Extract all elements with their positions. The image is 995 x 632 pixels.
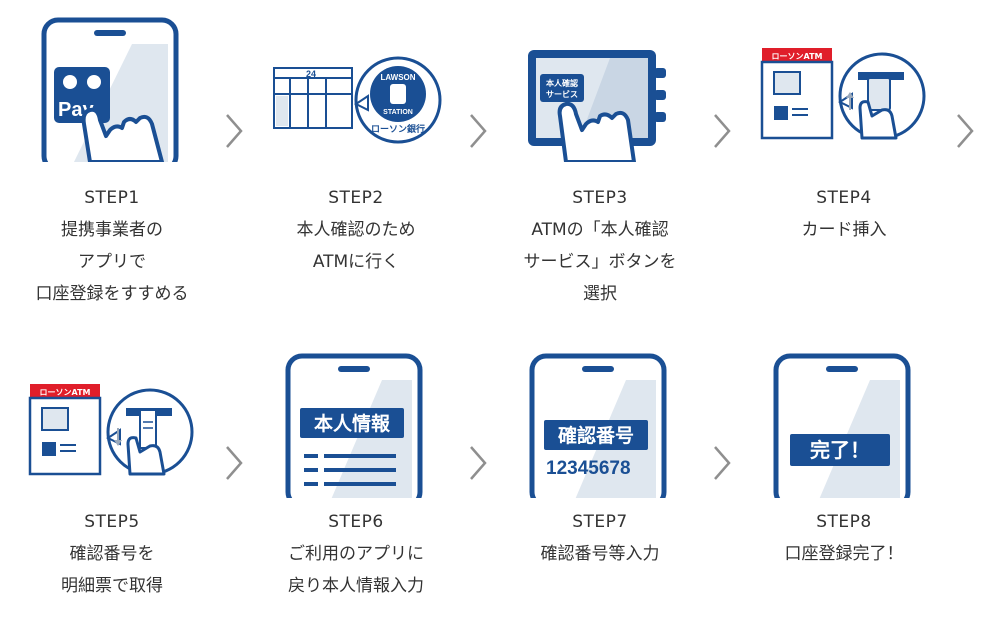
step-text-line: ご利用のアプリに: [288, 544, 424, 564]
step-label: STEP8 口座登録完了！: [744, 506, 944, 570]
svg-text:STATION: STATION: [383, 109, 413, 116]
svg-text:ローソンATM: ローソンATM: [40, 388, 91, 397]
step-text-line: 本人確認のため: [296, 220, 416, 240]
step-text-line: 口座登録をすすめる: [35, 284, 189, 304]
step-number: STEP6: [328, 512, 384, 532]
atm-card-insert-icon: ローソンATM: [744, 12, 944, 162]
step-number: STEP8: [816, 512, 872, 532]
svg-text:完了！: 完了！: [810, 438, 870, 462]
step-label: STEP5 確認番号を 明細票で取得: [12, 506, 212, 602]
svg-text:ローソン銀行: ローソン銀行: [371, 123, 425, 134]
svg-text:LAWSON: LAWSON: [380, 73, 415, 82]
step-text-line: ATMに行く: [312, 252, 400, 272]
step-text-line: アプリで: [78, 252, 146, 272]
chevron-right-icon: [954, 112, 976, 150]
step-label: STEP6 ご利用のアプリに 戻り本人情報入力: [256, 506, 456, 602]
phone-complete-icon: 完了！: [744, 348, 944, 498]
lawson-store-icon: 24 LAWSON STATION ローソン銀行: [256, 12, 456, 162]
chevron-right-icon: [467, 444, 489, 482]
step-text-line: 戻り本人情報入力: [288, 576, 424, 596]
chevron-right-icon: [467, 112, 489, 150]
chevron-right-icon: [711, 112, 733, 150]
atm-button-tap-icon: 本人確認 サービス: [500, 12, 700, 162]
step-text-line: サービス」ボタンを: [523, 252, 677, 272]
atm-receipt-icon: ローソンATM: [12, 348, 212, 498]
svg-text:ローソンATM: ローソンATM: [772, 52, 823, 61]
step-text-line: 確認番号を: [69, 544, 155, 564]
phone-personal-info-icon: 本人情報: [256, 348, 456, 498]
svg-text:24: 24: [306, 69, 316, 79]
svg-text:本人情報: 本人情報: [314, 412, 391, 435]
step-number: STEP5: [84, 512, 140, 532]
step-number: STEP7: [572, 512, 628, 532]
step-number: STEP3: [572, 188, 628, 208]
svg-text:サービス: サービス: [546, 89, 578, 99]
svg-text:確認番号: 確認番号: [558, 424, 634, 447]
step-text-line: 提携事業者の: [61, 220, 163, 240]
svg-text:12345678: 12345678: [546, 458, 631, 479]
step-label: STEP3 ATMの「本人確認 サービス」ボタンを 選択: [500, 182, 700, 310]
chevron-right-icon: [711, 444, 733, 482]
step-label: STEP2 本人確認のため ATMに行く: [256, 182, 456, 278]
chevron-right-icon: [223, 444, 245, 482]
step-number: STEP1: [84, 188, 140, 208]
step-number: STEP2: [328, 188, 384, 208]
phone-confirmation-number-icon: 確認番号 12345678: [500, 348, 700, 498]
step-label: STEP4 カード挿入: [744, 182, 944, 246]
step-label: STEP7 確認番号等入力: [500, 506, 700, 570]
step-text-line: ATMの「本人確認: [531, 220, 669, 240]
step-text-line: 口座登録完了！: [784, 544, 904, 564]
step-label: STEP1 提携事業者の アプリで 口座登録をすすめる: [12, 182, 212, 310]
step-number: STEP4: [816, 188, 872, 208]
step-text-line: 選択: [583, 284, 617, 304]
step-text-line: 明細票で取得: [61, 576, 163, 596]
step-text-line: カード挿入: [801, 220, 887, 240]
step-text-line: 確認番号等入力: [540, 544, 660, 564]
phone-pay-tap-icon: Pay: [12, 12, 212, 162]
chevron-right-icon: [223, 112, 245, 150]
svg-text:本人確認: 本人確認: [545, 78, 578, 88]
